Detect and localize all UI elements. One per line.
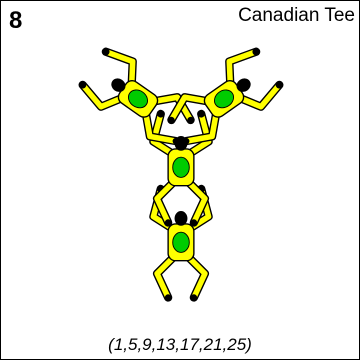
formation-sequence: (1,5,9,13,17,21,25) (1, 335, 359, 355)
jumper-middle (153, 110, 208, 225)
